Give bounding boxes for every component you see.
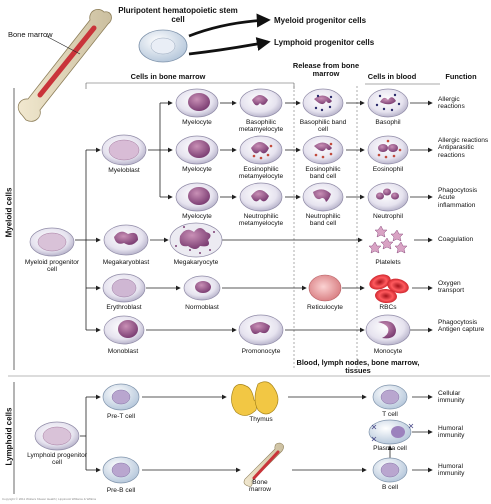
neutrophil-label: Neutrophil — [372, 213, 404, 220]
header-cells-in-bone-marrow: Cells in bone marrow — [130, 72, 206, 81]
metamyelocyte-label: Eosinophilic metamyelocyte — [238, 166, 284, 181]
header-release-from-bone-marrow: Release from bone marrow — [292, 61, 360, 79]
promonocyte-cell — [238, 314, 284, 346]
myelocyte-label: Myelocyte — [182, 213, 212, 220]
rbcs-label: RBCs — [379, 304, 397, 311]
t-function-label: Cellular immunity — [438, 390, 465, 405]
erythroblast-cell — [102, 273, 146, 303]
stem-cell-title: Pluripotent hematopoietic stem cell — [118, 6, 238, 24]
lymphoid-progenitor-cell — [34, 421, 80, 451]
reticulocyte-cell — [308, 274, 342, 302]
myeloid-progenitor-cells-label: Myeloid progenitor cells — [274, 16, 367, 25]
bone-marrow-small-icon — [243, 442, 284, 487]
basophil-label: Basophil — [375, 119, 401, 126]
header-function: Function — [445, 72, 477, 81]
band-cell — [302, 88, 344, 212]
platelets-cluster — [368, 225, 408, 254]
pre-t-cell-label: Pre-T cell — [106, 413, 136, 420]
band-cell-label: Basophilic band cell — [299, 119, 347, 134]
monoblast-label: Monoblast — [107, 348, 139, 355]
band-cell-label: Neutrophilic band cell — [305, 213, 341, 228]
lymphoid-cells-side-label: Lymphoid cells — [4, 407, 14, 466]
metamyelocyte-label: Basophilic metamyelocyte — [238, 119, 284, 134]
pre-t-cell — [102, 383, 140, 411]
thymus-label: Thymus — [249, 416, 273, 423]
pre-b-cell — [102, 456, 140, 484]
myeloblast-cell — [101, 134, 147, 166]
megakaryoblast-cell — [103, 224, 149, 256]
normoblast-cell — [183, 275, 221, 301]
bone-marrow-small-label: Bone marrow — [249, 479, 271, 494]
myelocyte-cell — [175, 88, 219, 212]
megakaryoblast-label: Megakaryoblast — [102, 259, 150, 266]
function-label: Phagocytosis Acute inflammation — [438, 187, 478, 209]
t-cell-label: T cell — [382, 411, 398, 418]
stem-cell — [138, 29, 188, 63]
reticulocyte-label: Reticulocyte — [307, 304, 343, 311]
rbc-cluster — [369, 274, 409, 304]
copyright-text: Copyright © 2011 Wolters Kluwer Health |… — [2, 497, 97, 501]
myeloid-progenitor-label: Myeloid progenitor cell — [24, 259, 80, 274]
plasma-cell — [368, 419, 414, 445]
promonocyte-label: Promonocyte — [241, 348, 281, 355]
myelocyte-label: Myelocyte — [182, 166, 212, 173]
bone-marrow-label: Bone marrow — [8, 30, 53, 39]
lymphoid-progenitor-cells-label: Lymphoid progenitor cells — [274, 38, 375, 47]
monocyte-cell — [365, 314, 411, 346]
function-label: Allergic reactions Antiparasitic reactio… — [438, 137, 489, 159]
t-cell — [372, 384, 408, 410]
plasma-function-label: Humoral immunity — [438, 425, 465, 440]
myeloblast-label: Myeloblast — [108, 167, 140, 174]
normoblast-label: Normoblast — [185, 304, 219, 311]
plasma-cell-label: Plasma cell — [373, 445, 407, 452]
monocyte-function-label: Phagocytosis Antigen capture — [438, 319, 485, 334]
b-cell — [372, 457, 408, 483]
megakaryocyte-label: Megakaryocyte — [173, 259, 219, 266]
eosinophil-label: Eosinophil — [372, 166, 404, 173]
oxygen-transport-label: Oxygen transport — [438, 280, 465, 295]
metamyelocyte-label: Neutrophilic metamyelocyte — [238, 213, 284, 228]
bone-illustration — [17, 9, 112, 122]
granulocyte-cell — [367, 88, 409, 212]
myeloid-progenitor-cell — [29, 227, 75, 257]
function-label: Allergic reactions — [438, 96, 465, 111]
pre-b-cell-label: Pre-B cell — [106, 487, 136, 494]
monocyte-label: Monocyte — [373, 348, 403, 355]
myelocyte-label: Myelocyte — [182, 119, 212, 126]
band-cell-label: Eosinophilic band cell — [305, 166, 341, 181]
header-cells-in-blood: Cells in blood — [367, 72, 417, 81]
b-function-label: Humoral immunity — [438, 463, 465, 478]
thymus-organ — [231, 381, 279, 416]
b-cell-label: B cell — [381, 484, 399, 491]
header-blood-lymph: Blood, lymph nodes, bone marrow, tissues — [296, 358, 420, 376]
metamyelocyte-cell — [239, 88, 283, 212]
lymphoid-progenitor-label: Lymphoid progenitor cell — [27, 452, 87, 467]
coagulation-label: Coagulation — [438, 236, 474, 243]
myeloid-cells-side-label: Myeloid cells — [4, 187, 14, 238]
platelets-label: Platelets — [375, 259, 401, 266]
monoblast-cell — [103, 315, 145, 345]
erythroblast-label: Erythroblast — [106, 304, 142, 311]
megakaryocyte-cell — [169, 222, 223, 258]
